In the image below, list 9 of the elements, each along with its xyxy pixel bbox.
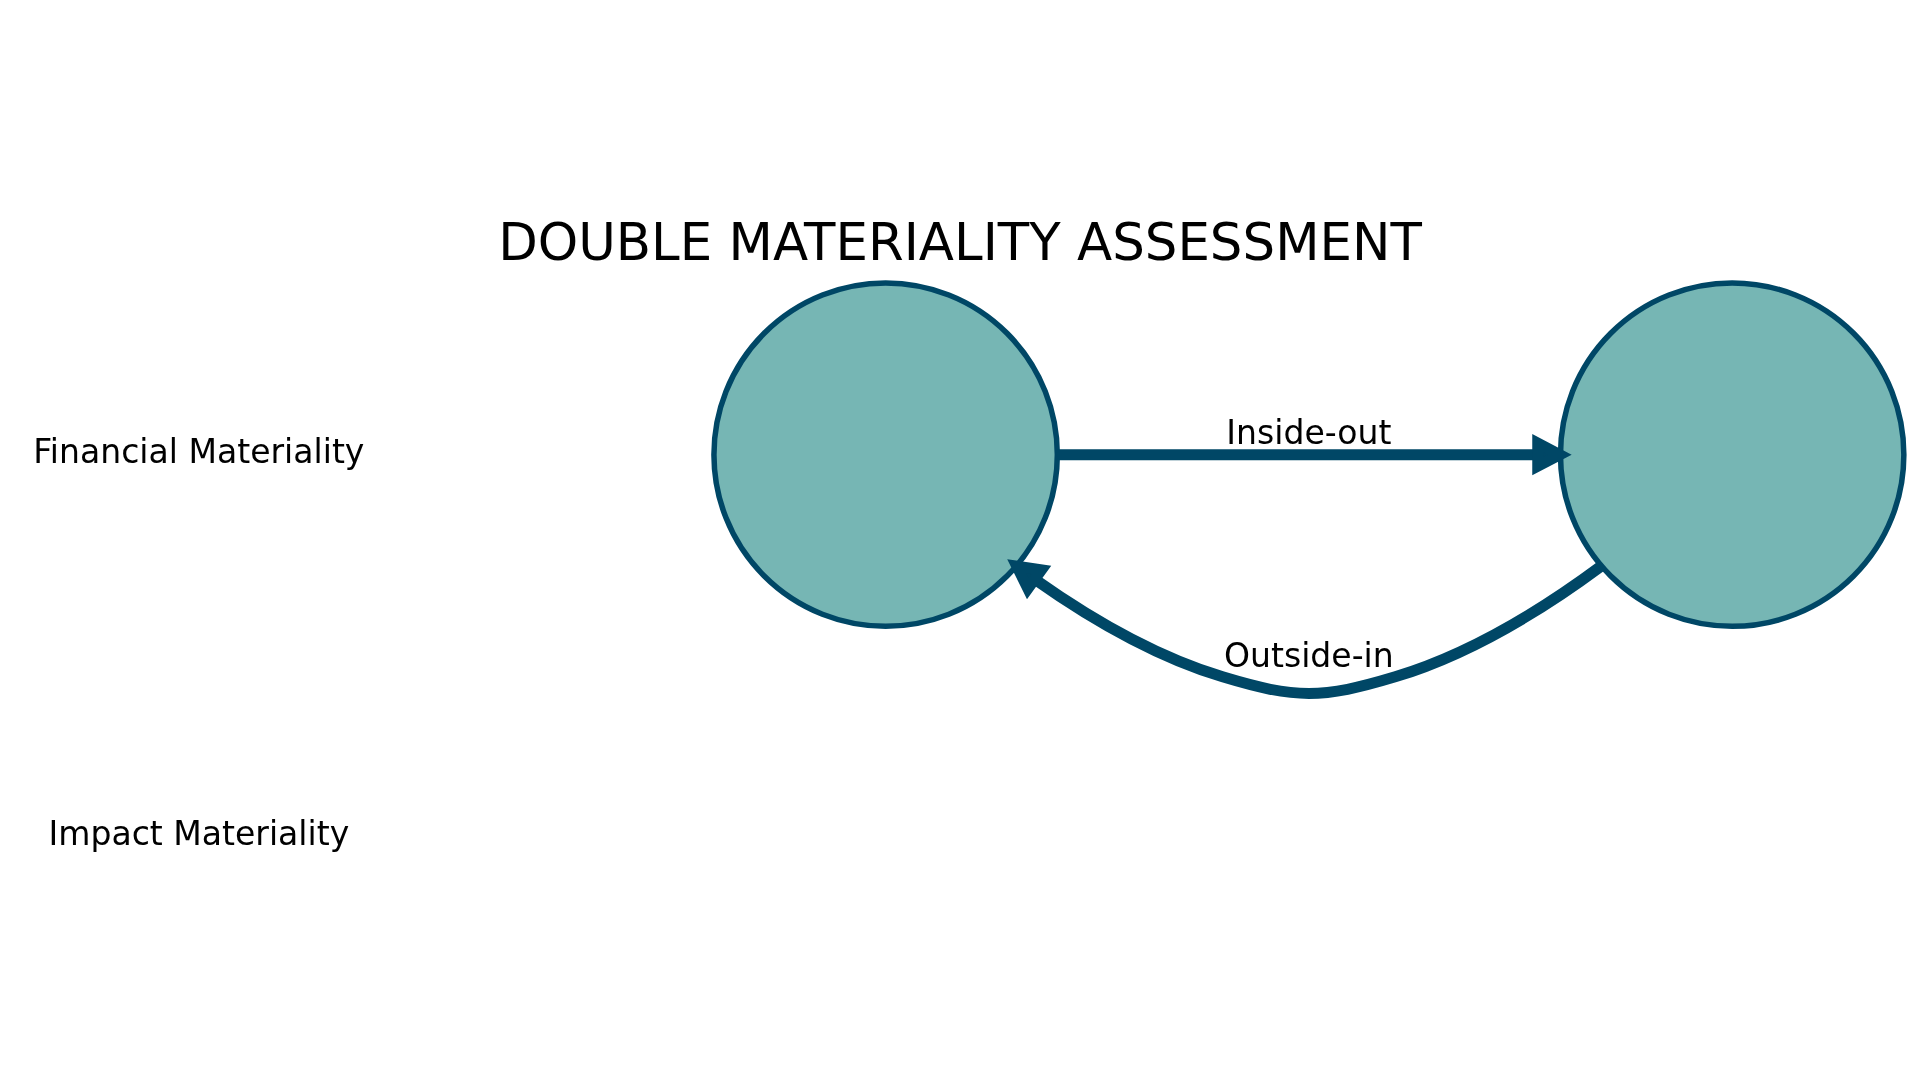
node-circle [1557, 279, 1907, 629]
diagram-title: DOUBLE MATERIALITY ASSESSMENT [498, 211, 1422, 272]
arrow [1007, 558, 1605, 699]
node-circle [711, 279, 1061, 629]
arrow [1057, 433, 1572, 475]
edge-label: Outside-in [1224, 635, 1394, 675]
edge-label: Inside-out [1226, 412, 1392, 452]
label: Financial Materiality [33, 431, 365, 471]
label: Impact Materiality [48, 813, 350, 853]
